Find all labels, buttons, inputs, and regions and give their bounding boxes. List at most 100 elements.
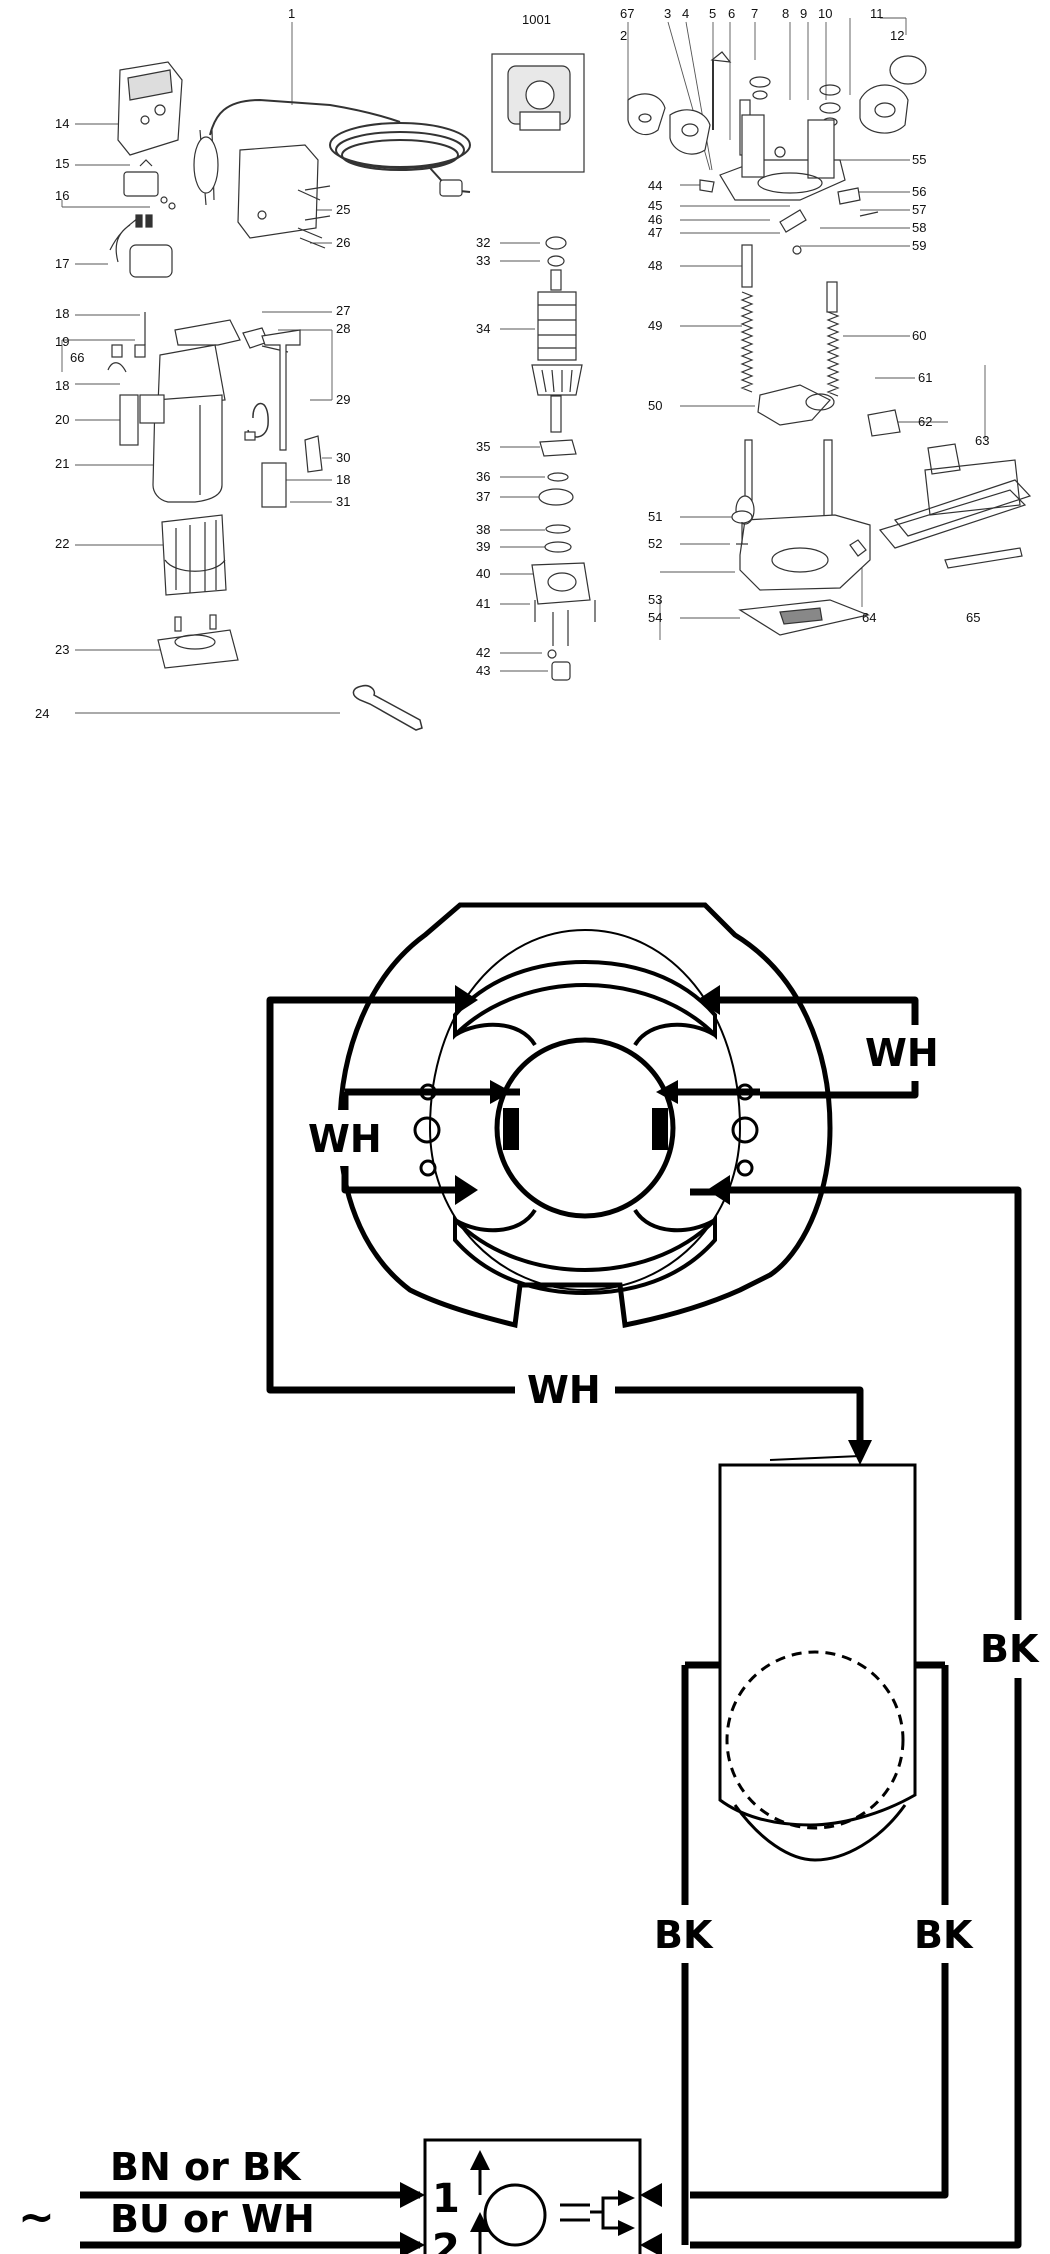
part-number-3: 3 [664, 6, 671, 21]
leader-lines-middle [500, 242, 548, 672]
part-number-50: 50 [648, 398, 662, 413]
part-number-54: 54 [648, 610, 662, 625]
part-14-cover [117, 61, 183, 156]
part-number-19: 19 [55, 334, 69, 349]
stator-field [337, 902, 833, 1329]
part-number-25: 25 [336, 202, 350, 217]
brush-right [652, 1108, 668, 1150]
ac-symbol: ~ [18, 2192, 55, 2243]
part-number-31: 31 [336, 494, 350, 509]
part-number-49: 49 [648, 318, 662, 333]
part-number-38: 38 [476, 522, 490, 537]
part-number-7: 7 [751, 6, 758, 21]
part-1001-label: 1001 [522, 12, 551, 27]
wh-left-bg [300, 1110, 390, 1166]
part-number-56: 56 [912, 184, 926, 199]
part-17-capacitor [109, 214, 173, 278]
part-1-power-cable [193, 98, 471, 206]
part-number-23: 23 [55, 642, 69, 657]
bk-right-mid-bg [905, 1905, 987, 1963]
part-number-9: 9 [800, 6, 807, 21]
part-number-labels: 1141516171819661820212223242526272829301… [35, 6, 989, 721]
part-11-12-knob [859, 55, 927, 134]
wire-label-wh-lower: WH [527, 1368, 601, 1412]
part-number-64: 64 [862, 610, 876, 625]
part-number-53: 53 [648, 592, 662, 607]
part-number-45: 45 [648, 198, 662, 213]
part-number-61: 61 [918, 370, 932, 385]
part-number-52: 52 [648, 536, 662, 551]
part-number-10: 10 [818, 6, 832, 21]
supply-label-bottom: BU or WH [110, 2197, 315, 2241]
part-25-cable-clamp-cover [237, 144, 331, 239]
part-number-67: 67 [620, 6, 634, 21]
wire-label-bk-left-mid: BK [654, 1913, 714, 1957]
part-number-58: 58 [912, 220, 926, 235]
switch-terminal-1: 1 [432, 2176, 460, 2222]
part-number-65: 65 [966, 610, 980, 625]
part-number-47: 47 [648, 225, 662, 240]
part-number-12: 12 [890, 28, 904, 43]
part-number-28: 28 [336, 321, 350, 336]
part-number-18: 18 [55, 378, 69, 393]
part-number-30: 30 [336, 450, 350, 465]
parts-51-52-screws [731, 510, 753, 545]
exploded-parts-view [61, 17, 1032, 731]
part-19-carbon-brushes [107, 312, 146, 373]
part-number-35: 35 [476, 439, 490, 454]
part-number-15: 15 [55, 156, 69, 171]
part-number-5: 5 [709, 6, 716, 21]
parts-35-43-bearings [531, 439, 596, 681]
part-number-39: 39 [476, 539, 490, 554]
part-15-switch [123, 159, 176, 210]
part-number-11: 11 [870, 6, 884, 21]
part-number-37: 37 [476, 489, 490, 504]
part-20-label [119, 394, 139, 446]
part-number-60: 60 [912, 328, 926, 343]
wire-label-bk-right: BK [980, 1627, 1040, 1671]
wire-label-wh-left: WH [308, 1117, 382, 1161]
leader-lines-left [61, 22, 340, 714]
supply-label-top: BN or BK [110, 2145, 302, 2189]
part-number-55: 55 [912, 152, 926, 167]
part-number-17: 17 [55, 256, 69, 271]
part-number-34: 34 [476, 321, 490, 336]
part-number-46: 46 [648, 212, 662, 227]
part-number-18: 18 [336, 472, 350, 487]
part-50-depth-stop [757, 384, 835, 426]
switch-arrowheads [470, 2150, 635, 2236]
part-44-handle [699, 179, 715, 193]
leader-lines-right [627, 17, 986, 640]
part-number-26: 26 [336, 235, 350, 250]
part-24-wrench [352, 684, 423, 731]
brush-left [503, 1108, 519, 1150]
part-number-27: 27 [336, 303, 350, 318]
parts-61-65-parallel-guide [849, 409, 1032, 569]
part-number-57: 57 [912, 202, 926, 217]
wh-upper-right-bg [853, 1025, 953, 1081]
part-number-16: 16 [55, 188, 69, 203]
part-number-33: 33 [476, 253, 490, 268]
part-number-21: 21 [55, 456, 69, 471]
part-number-1: 1 [288, 6, 295, 21]
parts-53-54-base [735, 439, 871, 636]
switch-terminal-2: 2 [432, 2226, 460, 2254]
part-number-41: 41 [476, 596, 490, 611]
part-22-stator [161, 514, 227, 596]
part-number-62: 62 [918, 414, 932, 429]
part-number-59: 59 [912, 238, 926, 253]
part-number-2: 2 [620, 28, 627, 43]
armature [718, 1455, 917, 1862]
bk-right-bg [975, 1620, 1047, 1678]
part-21-motor-housing [139, 319, 241, 503]
part-26-screws [297, 189, 326, 249]
parts-27-31-small [242, 327, 323, 508]
wire-label-wh-upper-right: WH [865, 1031, 939, 1075]
part-number-20: 20 [55, 412, 69, 427]
part-2-knob [627, 93, 666, 135]
part-number-36: 36 [476, 469, 490, 484]
wiring-diagram [80, 902, 1022, 2254]
wh-lower-bg [515, 1360, 615, 1418]
part-1001-box [491, 53, 585, 173]
